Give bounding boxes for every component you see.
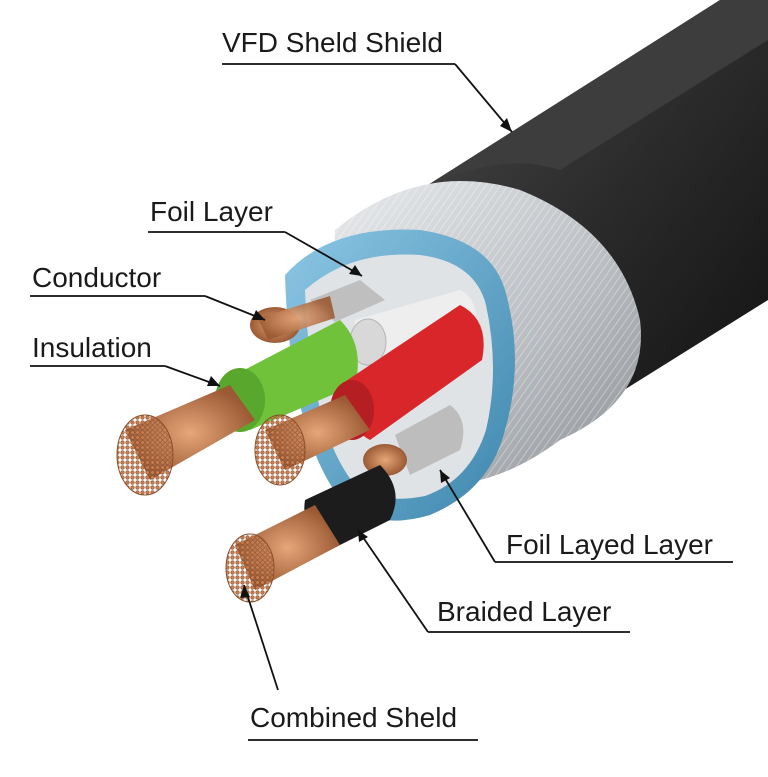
leader-foil-layed <box>439 469 496 563</box>
copper-bundle-green <box>116 385 255 496</box>
label-braided-layer: Braided Layer <box>437 596 612 627</box>
jacket-top-edge <box>420 0 768 190</box>
label-insulation: Insulation <box>32 332 152 363</box>
arrow-braided <box>358 530 368 542</box>
outer-jacket <box>420 0 768 430</box>
arrow-foil-layer <box>349 265 362 276</box>
drain-wire-strands <box>258 296 335 340</box>
leader-lines <box>30 63 733 741</box>
label-foil-layer: Foil Layer <box>150 196 273 227</box>
drain-wire-2-insulation <box>395 405 464 475</box>
red-insulation <box>339 305 484 440</box>
label-conductor: Conductor <box>32 262 162 293</box>
arrow-insulation <box>207 376 220 386</box>
arrow-combined <box>240 585 250 598</box>
leader-outer-shield <box>454 63 513 133</box>
copper-bundle-black <box>225 505 340 603</box>
leader-combined <box>243 584 279 691</box>
label-foil-layed-layer: Foil Layed Layer <box>506 529 714 560</box>
label-combined-shield: Combined Sheld <box>250 702 458 733</box>
arrow-outer-shield <box>500 118 512 132</box>
leader-arrowheads <box>207 118 512 598</box>
arrow-foil-layed <box>440 470 450 483</box>
label-outer-shield: VFD Sheld Shield <box>222 27 444 58</box>
arrow-conductor <box>252 310 265 320</box>
leader-braided <box>357 529 429 633</box>
copper-bundle-red <box>254 395 370 486</box>
leader-foil-layer <box>284 231 363 277</box>
